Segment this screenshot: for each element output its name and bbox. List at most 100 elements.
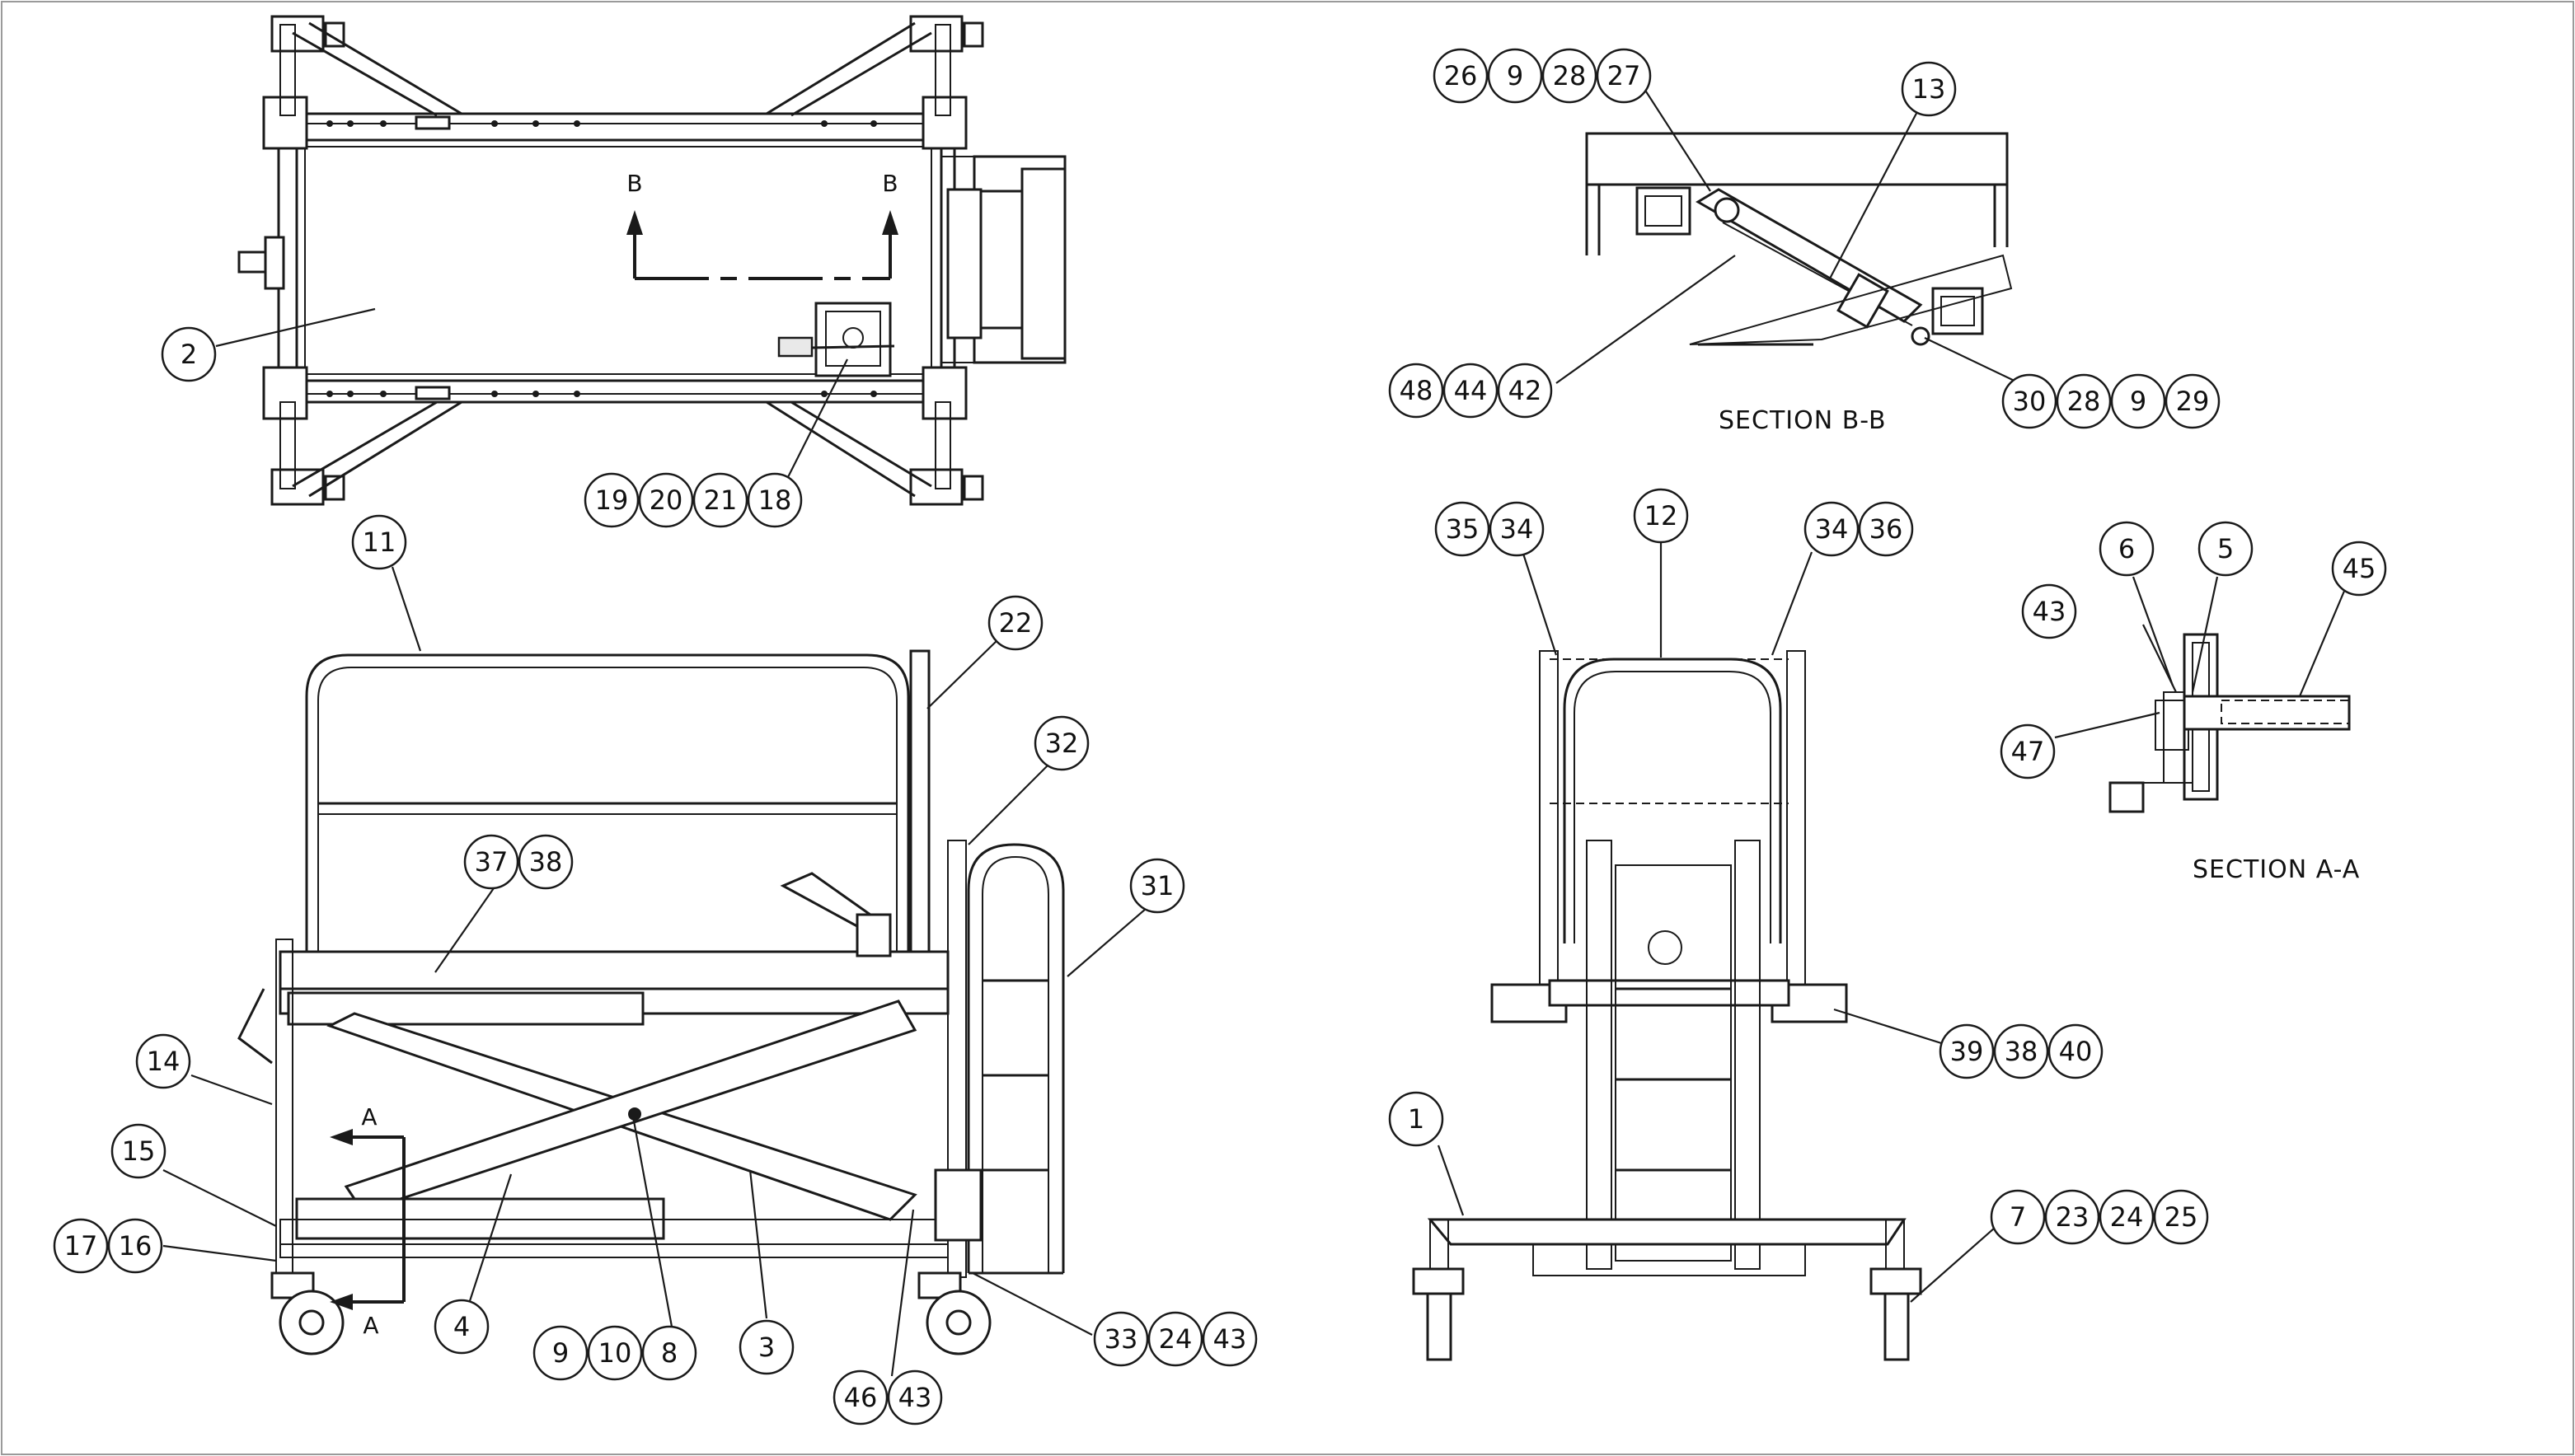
- balloon: 18: [747, 472, 803, 528]
- balloon: 9: [1487, 48, 1543, 104]
- balloon: 32: [1034, 715, 1090, 771]
- svg-text:28: 28: [2067, 386, 2101, 417]
- cut-letter-a-top: A: [361, 1103, 377, 1131]
- svg-text:17: 17: [64, 1230, 98, 1262]
- top-view: B B: [215, 15, 1067, 506]
- svg-text:43: 43: [898, 1382, 932, 1413]
- section-aa-label: SECTION A-A: [2193, 855, 2360, 884]
- balloon: 2: [161, 326, 217, 382]
- balloon: 39: [1939, 1023, 1995, 1079]
- svg-text:43: 43: [2033, 596, 2066, 627]
- balloon: 6: [2099, 521, 2155, 577]
- balloon: 10: [587, 1325, 643, 1381]
- balloon: 14: [135, 1033, 191, 1089]
- balloon: 23: [2044, 1189, 2100, 1245]
- svg-text:44: 44: [1454, 375, 1488, 406]
- svg-text:38: 38: [529, 846, 563, 878]
- balloon: 1: [1388, 1091, 1444, 1147]
- svg-text:27: 27: [1607, 60, 1641, 91]
- balloon: 47: [2000, 723, 2056, 779]
- balloon: 35: [1434, 501, 1490, 557]
- svg-text:9: 9: [552, 1337, 569, 1369]
- balloon: 12: [1633, 488, 1689, 544]
- svg-text:10: 10: [598, 1337, 632, 1369]
- balloon: 30: [2001, 373, 2057, 429]
- balloon: 34: [1803, 501, 1860, 557]
- svg-text:39: 39: [1950, 1036, 1984, 1067]
- balloon: 38: [1993, 1023, 2049, 1079]
- section-aa-view: SECTION A-A: [2054, 576, 2360, 884]
- svg-text:11: 11: [363, 527, 396, 558]
- balloon: 37: [463, 834, 519, 890]
- balloon: 22: [987, 595, 1044, 651]
- balloon: 44: [1442, 363, 1499, 419]
- section-bb-label: SECTION B-B: [1719, 406, 1887, 435]
- balloon: 24: [2099, 1189, 2155, 1245]
- svg-text:28: 28: [1553, 60, 1587, 91]
- balloon: 48: [1388, 363, 1444, 419]
- balloon: 5: [2197, 521, 2254, 577]
- balloon: 42: [1497, 363, 1553, 419]
- cut-letter-b-right: B: [882, 170, 898, 197]
- balloon: 19: [584, 472, 640, 528]
- cut-letter-b-left: B: [626, 170, 642, 197]
- svg-text:30: 30: [2013, 386, 2047, 417]
- svg-text:19: 19: [595, 485, 629, 516]
- balloon: 34: [1489, 501, 1545, 557]
- svg-text:22: 22: [999, 607, 1033, 639]
- svg-text:3: 3: [758, 1332, 775, 1363]
- svg-text:4: 4: [453, 1311, 470, 1342]
- balloon: 36: [1858, 501, 1914, 557]
- front-view: [1412, 542, 1996, 1361]
- balloon: 28: [2056, 373, 2112, 429]
- svg-text:46: 46: [844, 1382, 878, 1413]
- svg-text:9: 9: [2130, 386, 2146, 417]
- svg-text:34: 34: [1815, 513, 1849, 545]
- svg-text:23: 23: [2056, 1201, 2090, 1233]
- svg-text:45: 45: [2343, 553, 2376, 584]
- svg-text:9: 9: [1507, 60, 1523, 91]
- balloon: 43: [2021, 583, 2077, 639]
- svg-text:29: 29: [2176, 386, 2210, 417]
- balloon: 13: [1901, 61, 1957, 117]
- cut-letter-a-bottom: A: [363, 1312, 378, 1339]
- balloon: 24: [1147, 1311, 1203, 1367]
- balloon: 11: [351, 514, 407, 570]
- balloon: 15: [110, 1123, 167, 1179]
- balloon: 8: [641, 1325, 697, 1381]
- svg-text:15: 15: [122, 1135, 156, 1167]
- svg-text:35: 35: [1446, 513, 1480, 545]
- svg-text:48: 48: [1400, 375, 1433, 406]
- balloon: 7: [1990, 1189, 2046, 1245]
- svg-text:32: 32: [1045, 728, 1079, 759]
- svg-text:33: 33: [1105, 1323, 1138, 1355]
- balloon: 28: [1541, 48, 1597, 104]
- balloon: 31: [1129, 858, 1185, 914]
- svg-text:42: 42: [1508, 375, 1542, 406]
- svg-text:8: 8: [661, 1337, 678, 1369]
- svg-text:12: 12: [1644, 500, 1678, 531]
- balloon: 43: [1202, 1311, 1258, 1367]
- svg-text:36: 36: [1869, 513, 1903, 545]
- balloon: 43: [887, 1369, 943, 1426]
- svg-text:31: 31: [1141, 870, 1175, 901]
- svg-text:7: 7: [2010, 1201, 2026, 1233]
- svg-text:24: 24: [1159, 1323, 1193, 1355]
- svg-text:26: 26: [1444, 60, 1478, 91]
- balloon: 27: [1596, 48, 1652, 104]
- balloon: 38: [518, 834, 574, 890]
- svg-text:1: 1: [1408, 1103, 1424, 1135]
- balloon: 20: [638, 472, 694, 528]
- svg-text:21: 21: [704, 485, 738, 516]
- balloon: 21: [692, 472, 748, 528]
- balloon: 17: [53, 1218, 109, 1274]
- svg-text:20: 20: [650, 485, 683, 516]
- svg-text:18: 18: [758, 485, 792, 516]
- balloon: 25: [2153, 1189, 2209, 1245]
- svg-text:40: 40: [2059, 1036, 2093, 1067]
- svg-text:25: 25: [2165, 1201, 2198, 1233]
- section-bb-view: SECTION B-B: [1555, 88, 2020, 435]
- svg-text:6: 6: [2118, 533, 2135, 564]
- svg-text:38: 38: [2005, 1036, 2038, 1067]
